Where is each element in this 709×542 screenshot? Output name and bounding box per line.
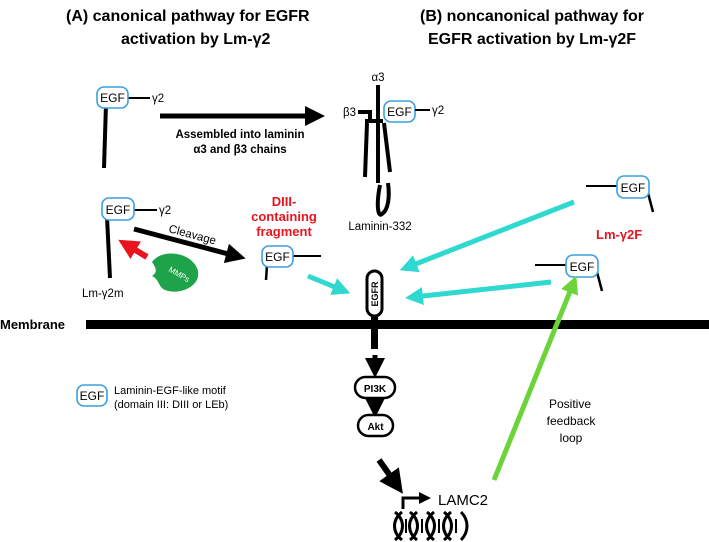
- legend-text-line2: (domain III: DIII or LEb): [114, 399, 228, 411]
- egfr-receptor: EGFR: [365, 269, 384, 349]
- mmp-action-arrow: [118, 239, 149, 260]
- gamma2-label: γ2: [159, 205, 171, 217]
- fragment-label-line2: containing: [251, 209, 317, 224]
- egf-label: EGF: [570, 260, 595, 274]
- membrane-label: Membrane: [0, 317, 65, 332]
- legend-symbol-label: EGF: [80, 389, 105, 403]
- egf-motif-icon: [261, 245, 294, 268]
- fragment-label-line1: DIII-: [272, 194, 297, 209]
- lm-gamma2f-lower: EGF: [535, 254, 604, 292]
- gamma2f-to-egfr-arrow-lower: [405, 279, 552, 305]
- egf-motif-icon: [565, 254, 599, 278]
- helix-strand: [393, 510, 404, 542]
- egf-label: EGF: [100, 91, 125, 105]
- panel-b-title-line1: (B) noncanonical pathway for: [420, 8, 644, 25]
- gamma2f-to-egfr-arrow-upper: [399, 199, 575, 273]
- chain-stalk: [105, 216, 112, 279]
- assembly-label-line2: α3 and β3 chains: [193, 144, 286, 156]
- feedback-label-line2: feedback: [547, 414, 597, 428]
- diii-fragment: EGF: [261, 245, 321, 281]
- pi3k-label: PI3K: [364, 384, 387, 395]
- beta3-arm: [358, 110, 383, 123]
- helix-strand: [442, 510, 453, 542]
- dna-helix-icon: [393, 510, 469, 542]
- alpha3-label: α3: [371, 72, 384, 84]
- gamma2-label: γ2: [152, 93, 164, 105]
- cell-membrane: [86, 320, 709, 329]
- egf-motif-icon: [616, 175, 650, 199]
- panel-b-title-line2: EGFR activation by Lm-γ2F: [428, 31, 636, 48]
- lm-gamma2m-label: Lm-γ2m: [82, 288, 124, 300]
- feedback-label-line3: loop: [560, 431, 583, 445]
- panel-a-title-line2: activation by Lm-γ2: [121, 31, 270, 48]
- fragment-label-line3: fragment: [256, 224, 312, 239]
- akt-to-gene-arrow: [376, 458, 403, 494]
- beta3-label: β3: [343, 107, 356, 119]
- transcription-start-arrow: [401, 492, 431, 509]
- panel-a-title-line1: (A) canonical pathway for EGFR: [66, 8, 310, 25]
- egfr-label: EGFR: [370, 281, 380, 307]
- cleavage-arrow: [133, 226, 246, 264]
- legend-egf-symbol: [76, 384, 108, 407]
- beta3-chain: [363, 122, 369, 178]
- lm-gamma2f-label: Lm-γ2F: [596, 227, 642, 242]
- lm-gamma2f-upper: EGF: [586, 175, 655, 213]
- positive-feedback-arrow: [491, 275, 578, 481]
- egf-motif-icon: [96, 86, 129, 109]
- akt-node: [356, 413, 395, 438]
- chain-stalk: [646, 192, 655, 213]
- gamma2-chain: [382, 122, 392, 173]
- akt-label: Akt: [367, 422, 384, 433]
- helix-strand: [408, 510, 419, 542]
- alpha3-loop: [375, 182, 391, 217]
- assembly-label-line1: Assembled into laminin: [175, 129, 304, 141]
- helix-strand: [393, 510, 404, 542]
- helix-strand: [425, 510, 436, 542]
- mmps-enzyme-icon: [152, 253, 199, 292]
- lamc2-gene-label: LAMC2: [438, 492, 488, 509]
- chain-stalk: [595, 271, 604, 292]
- lm-gamma2-chain: EGF γ2: [96, 86, 164, 169]
- helix-strand: [408, 510, 419, 542]
- helix-strand: [442, 510, 453, 542]
- legend: EGF Laminin-EGF-like motif (domain III: …: [76, 384, 228, 411]
- egf-label: EGF: [621, 181, 646, 195]
- feedback-label-line1: Positive: [549, 397, 591, 411]
- fragment-to-egfr-arrow: [307, 273, 351, 295]
- laminin-332-label: Laminin-332: [348, 221, 411, 233]
- egf-motif-icon: [383, 100, 416, 123]
- egf-label: EGF: [387, 105, 412, 119]
- egf-motif-icon: [101, 197, 135, 221]
- gamma2-label: γ2: [432, 105, 444, 117]
- chain-stalk: [102, 103, 108, 169]
- egf-label: EGF: [106, 203, 131, 217]
- egfr-transmembrane: [371, 316, 378, 349]
- laminin-332-icon: α3 β3 EGF γ2 Laminin-332: [343, 72, 444, 233]
- legend-text-line1: Laminin-EGF-like motif: [114, 385, 227, 397]
- helix-strand: [425, 510, 436, 542]
- egf-label: EGF: [265, 250, 290, 264]
- helix-strand: [459, 510, 469, 542]
- lm-gamma2m-chain: EGF γ2 Lm-γ2m: [82, 197, 171, 300]
